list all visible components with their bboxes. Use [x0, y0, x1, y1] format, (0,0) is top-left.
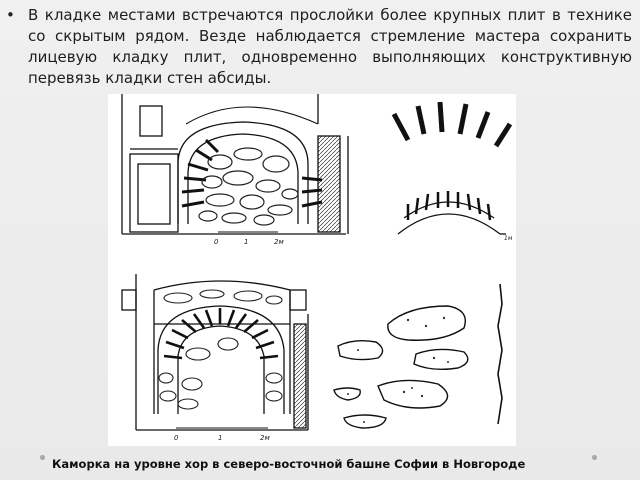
bullet-glyph: • [6, 6, 15, 24]
scale-label-right: 1м [504, 235, 513, 242]
elevation-top-left [121, 94, 349, 235]
stone-slab-speckle [347, 316, 449, 423]
scale-label-0-bottom: 0 [174, 434, 179, 442]
scale-label-0: 0 [214, 238, 219, 246]
voussoir-detail-fan [391, 101, 513, 148]
caption-dot-left [40, 455, 45, 460]
scale-bar-bottom-left: 0 1 2м [174, 427, 270, 442]
scale-label-1: 1 [244, 238, 248, 246]
drawing-svg: 0 1 2м 1м [121, 94, 513, 442]
caption-row: Каморка на уровне хор в северо-восточной… [36, 452, 604, 480]
scale-label-2: 2м [274, 238, 284, 246]
stonework-bottom-left [158, 289, 283, 410]
text-block: • В кладке местами встречаются прослойки… [6, 5, 634, 89]
caption-dot-right [592, 455, 597, 460]
architectural-drawing: 0 1 2м 1м [108, 94, 516, 446]
stonework-top-left [198, 147, 299, 226]
body-paragraph: В кладке местами встречаются прослойки б… [28, 6, 632, 87]
arch-voussoirs-top-left [181, 138, 323, 208]
wall-edge-right [497, 283, 503, 425]
arch-voussoirs-bottom-left [163, 308, 279, 360]
voussoir-detail-arch: 1м [397, 191, 513, 242]
figure-caption: Каморка на уровне хор в северо-восточной… [52, 457, 526, 471]
scale-label-2-bottom: 2м [260, 434, 270, 442]
stone-slabs-bottom-right [333, 305, 469, 429]
section-bottom-left [121, 274, 309, 431]
scale-bar-top-left: 0 1 2м [214, 231, 284, 246]
scale-label-1-bottom: 1 [218, 434, 222, 442]
